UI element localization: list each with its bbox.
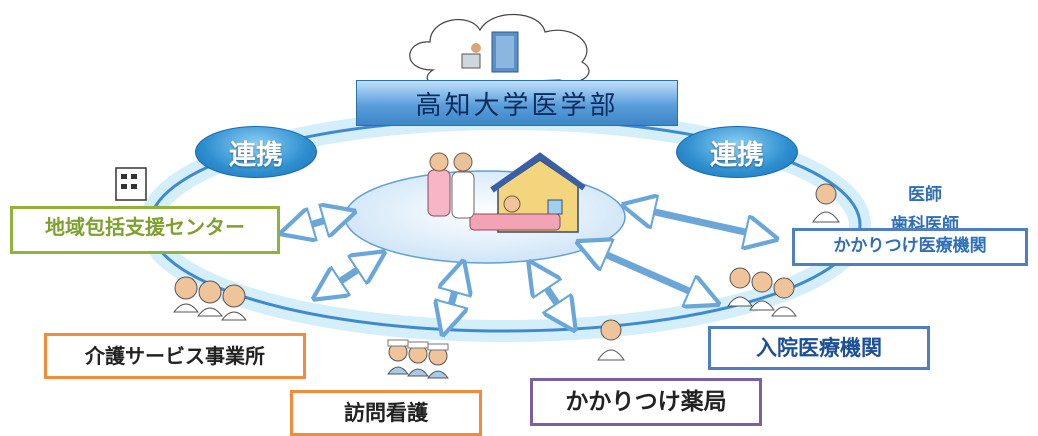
arrow-center-nursing bbox=[444, 266, 462, 330]
node-care-office-label: 介護サービス事業所 bbox=[85, 343, 265, 368]
node-clinic: かかりつけ医療機関 bbox=[792, 228, 1028, 266]
node-regional-center: 地域包括支援センター bbox=[10, 206, 280, 254]
node-hospital-label: 入院医療機関 bbox=[756, 335, 882, 360]
hub-title: 高知大学医学部 bbox=[356, 80, 678, 126]
arrow-center-clinic bbox=[628, 206, 772, 238]
node-clinic-roles: 医師 歯科医師 bbox=[891, 185, 959, 232]
doctor-icon bbox=[812, 183, 840, 223]
care-staff-icon bbox=[172, 276, 248, 321]
node-care-office: 介護サービス事業所 bbox=[44, 333, 306, 379]
hospital-staff-icon bbox=[727, 267, 797, 317]
arrow-center-pharmacy bbox=[532, 266, 572, 326]
arrow-center-care bbox=[318, 255, 380, 296]
node-regional-center-label: 地域包括支援センター bbox=[45, 215, 245, 239]
pharmacist-icon bbox=[597, 319, 625, 361]
regional-center-building-icon bbox=[115, 167, 147, 201]
node-pharmacy-label: かかりつけ薬局 bbox=[565, 388, 727, 415]
link-label-right: 連携 bbox=[676, 126, 798, 178]
nurses-icon bbox=[387, 339, 449, 379]
arrow-center-regional bbox=[286, 213, 350, 232]
node-hospital: 入院医療機関 bbox=[708, 326, 930, 370]
patient-home-care-illustration bbox=[427, 152, 586, 233]
arrow-center-hospital bbox=[582, 244, 714, 302]
node-home-nursing: 訪問看護 bbox=[290, 390, 482, 436]
computer-icon bbox=[461, 53, 481, 69]
node-home-nursing-label: 訪問看護 bbox=[344, 400, 428, 425]
node-pharmacy: かかりつけ薬局 bbox=[530, 378, 762, 426]
link-label-left: 連携 bbox=[195, 126, 317, 178]
node-clinic-label: かかりつけ医療機関 bbox=[833, 236, 987, 257]
